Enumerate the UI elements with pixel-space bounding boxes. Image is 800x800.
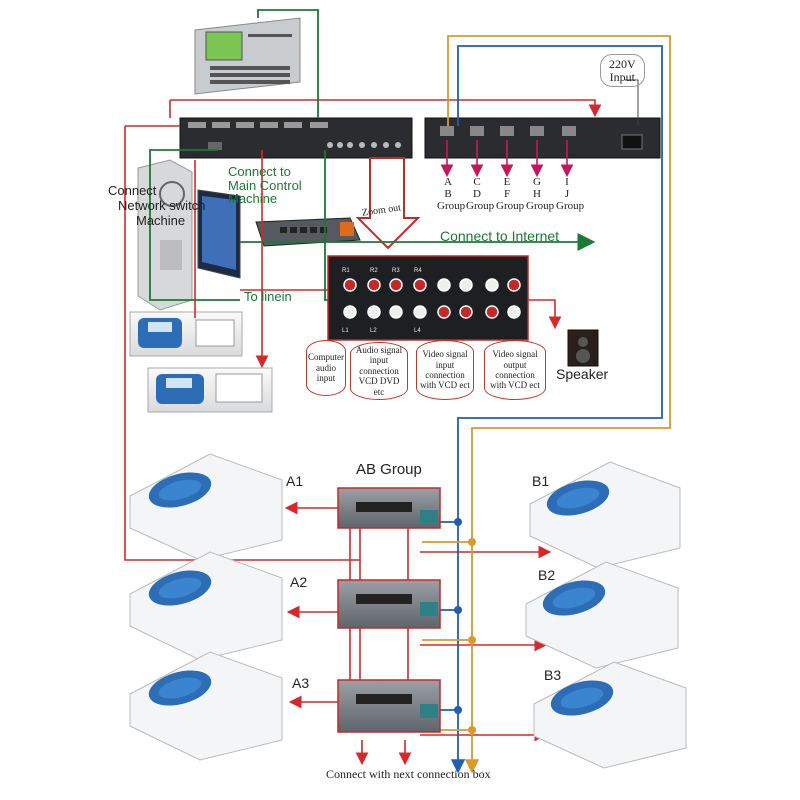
group-label-ab: A B Group — [437, 176, 466, 213]
terminal-a3 — [129, 651, 283, 761]
connect-machine-line1-label: Connect — [108, 183, 157, 198]
speaker-label: Speaker — [556, 366, 609, 382]
group-ij-bottom: Group — [556, 200, 585, 213]
wall-panel-2 — [147, 367, 273, 413]
connect-main-line1: Connect to — [228, 164, 291, 179]
green-wiring — [149, 9, 596, 301]
connection-box-2 — [337, 579, 441, 629]
group-ab-top: A — [444, 176, 452, 188]
group-label-ij: I J Group — [556, 176, 585, 213]
terminal-b2 — [525, 561, 679, 669]
terminal-b3-label: B3 — [544, 667, 562, 683]
connection-box-1 — [337, 487, 441, 529]
group-ab-mid: B — [444, 188, 452, 201]
connect-main-line3: Machine — [228, 191, 278, 207]
junction-dots — [454, 518, 476, 734]
callout-video-input: Video signal input connection with VCD e… — [416, 340, 474, 400]
group-label-gh: G H Group — [526, 176, 555, 213]
callout-video-output: Video signal output connection with VCD … — [484, 340, 546, 400]
zoomed-io-panel: R1 R2 R3 R4 L1 L2 L4 — [327, 255, 529, 341]
connect-main-label: Connect to Main Control Machine — [228, 165, 302, 206]
magenta-wiring — [440, 140, 574, 178]
next-box-label: Connect with next connection box — [326, 767, 491, 781]
main-controller-device — [194, 17, 301, 95]
group-ef-top: E — [503, 176, 511, 188]
group-cd-bottom: Group — [466, 200, 495, 213]
terminal-a1 — [129, 453, 283, 561]
connection-box-3 — [337, 679, 441, 733]
terminal-a3-label: A3 — [292, 675, 310, 691]
connect-machine-line2-label: Machine — [136, 213, 186, 228]
audio-rack-device — [179, 117, 413, 159]
group-ab-bottom: Group — [437, 200, 466, 213]
group-label-cd: C D Group — [466, 176, 495, 213]
network-switch — [255, 217, 361, 247]
terminal-a1-label: A1 — [286, 473, 304, 489]
group-ij-mid: J — [564, 188, 570, 201]
svg-text:L1: L1 — [342, 328, 349, 334]
terminal-b1 — [529, 461, 681, 569]
group-ij-top: I — [565, 176, 569, 188]
group-cd-mid: D — [473, 188, 481, 201]
group-ef-bottom: Group — [496, 200, 525, 213]
speaker — [567, 329, 599, 367]
group-gh-mid: H — [533, 188, 541, 201]
connect-main-line2: Main Control — [228, 177, 302, 193]
monitor — [197, 189, 241, 279]
svg-text:R3: R3 — [392, 268, 400, 274]
group-label-ef: E F Group — [496, 176, 525, 213]
to-linein-label: To linein — [244, 289, 292, 304]
input-220v-line2: Input — [609, 69, 635, 84]
input-220v-label: 220V Input — [600, 54, 645, 88]
group-gh-bottom: Group — [526, 200, 555, 213]
terminal-a2 — [129, 551, 283, 661]
input-220v-line1: 220V — [609, 57, 636, 71]
connect-internet-label: Connect to Internet — [440, 228, 560, 244]
svg-text:R4: R4 — [414, 268, 422, 274]
terminal-b3 — [533, 661, 687, 769]
callout-computer-audio: Computer audio input — [306, 340, 346, 396]
terminal-a2-label: A2 — [290, 574, 308, 590]
group-gh-top: G — [533, 176, 541, 188]
ab-group-label: AB Group — [356, 461, 422, 478]
svg-text:R2: R2 — [370, 268, 378, 274]
terminal-b1-label: B1 — [532, 473, 550, 489]
svg-text:R1: R1 — [342, 268, 350, 274]
group-ef-mid: F — [503, 188, 511, 201]
zoom-out-arrow — [355, 157, 421, 250]
svg-text:L4: L4 — [414, 328, 421, 334]
wall-panel-1 — [129, 311, 243, 357]
terminal-b2-label: B2 — [538, 567, 556, 583]
callout-audio-input: Audio signal input connection VCD DVD et… — [350, 342, 408, 400]
group-cd-top: C — [473, 176, 481, 188]
power-distribution-device — [424, 117, 661, 159]
network-switch-label: Network switch — [118, 198, 206, 213]
svg-text:L2: L2 — [370, 328, 377, 334]
red-wiring — [124, 99, 602, 766]
